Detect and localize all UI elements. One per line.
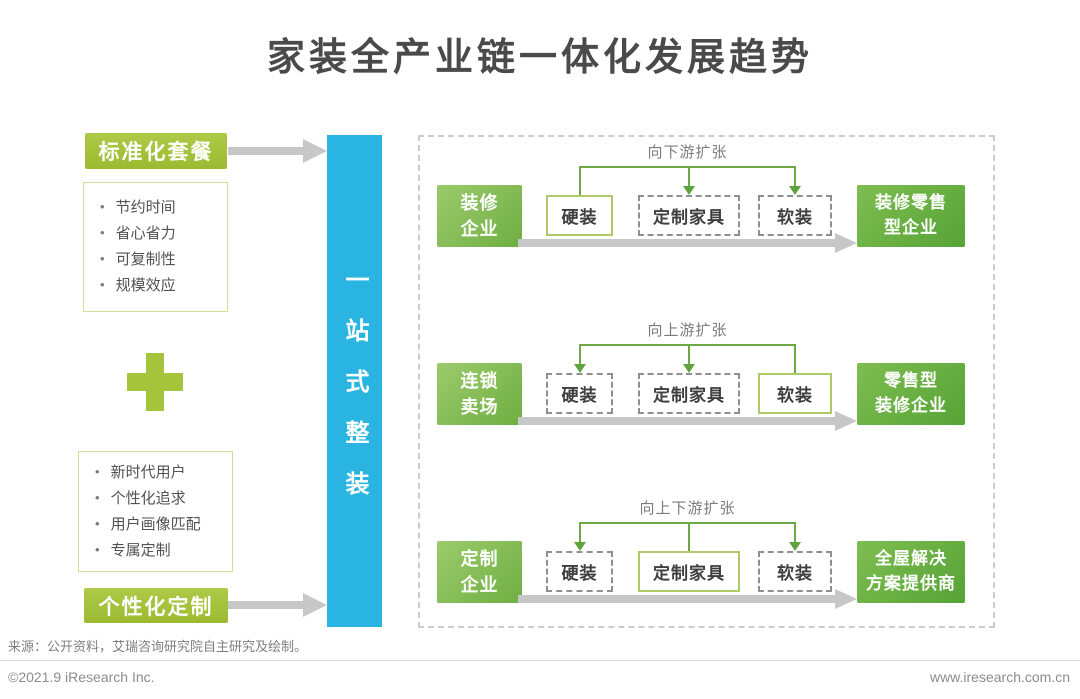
list-item: 新时代用户 xyxy=(95,460,201,486)
flow-row-decoration-company: 向下游扩张 装修 企业 硬装 定制家具 软装 装修零售 型企业 xyxy=(0,140,1080,270)
personalized-custom-tag: 个性化定制 xyxy=(84,588,228,623)
connector-stub xyxy=(579,166,581,196)
segment-box-soft: 软装 xyxy=(758,373,832,414)
segment-box-soft: 软装 xyxy=(758,195,832,236)
arrow-down-icon xyxy=(794,166,796,187)
list-item: 用户画像匹配 xyxy=(95,512,201,538)
segment-box-hard: 硬装 xyxy=(546,373,613,414)
plus-icon xyxy=(127,353,183,411)
list-item: 个性化追求 xyxy=(95,486,201,512)
arrow-right-icon xyxy=(518,589,857,609)
one-stop-renovation-bar: 一站式整装 xyxy=(327,135,382,627)
arrow-right-icon xyxy=(518,233,857,253)
arrow-down-icon xyxy=(688,344,690,365)
expansion-label: 向上下游扩张 xyxy=(639,500,736,517)
industry-chain-frame xyxy=(418,135,995,628)
connector-stub xyxy=(688,522,690,552)
standardized-benefits-box: 节约时间 省心省力 可复制性 规模效应 xyxy=(83,182,228,312)
bracket-line xyxy=(579,344,795,346)
arrow-right-icon xyxy=(228,593,327,617)
arrow-down-icon xyxy=(794,522,796,543)
website-text: www.iresearch.com.cn xyxy=(929,669,1070,685)
benefit-list: 节约时间 省心省力 可复制性 规模效应 xyxy=(84,195,176,299)
list-item: 省心省力 xyxy=(100,221,176,247)
source-company-box: 装修 企业 xyxy=(437,185,522,247)
result-company-box: 装修零售 型企业 xyxy=(857,185,965,247)
segment-box-hard: 硬装 xyxy=(546,195,613,236)
source-company-box: 定制 企业 xyxy=(437,541,522,603)
flow-row-chain-store: 向上游扩张 连锁 卖场 硬装 定制家具 软装 零售型 装修企业 xyxy=(0,318,1080,448)
list-item: 可复制性 xyxy=(100,247,176,273)
arrow-down-icon xyxy=(688,166,690,187)
result-company-box: 全屋解决 方案提供商 xyxy=(857,541,965,603)
copyright-text: ©2021.9 iResearch Inc. xyxy=(8,669,155,685)
list-item: 节约时间 xyxy=(100,195,176,221)
segment-box-custom-furniture: 定制家具 xyxy=(638,195,740,236)
segment-box-custom-furniture: 定制家具 xyxy=(638,551,740,592)
flow-row-custom-company: 向上下游扩张 定制 企业 硬装 定制家具 软装 全屋解决 方案提供商 xyxy=(0,496,1080,626)
arrow-down-icon xyxy=(579,344,581,365)
arrow-right-icon xyxy=(228,139,327,163)
list-item: 规模效应 xyxy=(100,273,176,299)
personalized-needs-box: 新时代用户 个性化追求 用户画像匹配 专属定制 xyxy=(78,451,233,572)
bracket-line xyxy=(579,166,795,168)
source-note: 来源：公开资料，艾瑞咨询研究院自主研究及绘制。 xyxy=(8,639,308,654)
segment-box-soft: 软装 xyxy=(758,551,832,592)
expansion-label: 向上游扩张 xyxy=(647,322,728,339)
segment-box-custom-furniture: 定制家具 xyxy=(638,373,740,414)
footer-divider xyxy=(0,660,1080,661)
page-title: 家装全产业链一体化发展趋势 xyxy=(266,37,813,79)
needs-list: 新时代用户 个性化追求 用户画像匹配 专属定制 xyxy=(79,460,201,564)
list-item: 专属定制 xyxy=(95,538,201,564)
one-stop-bar-label: 一站式整装 xyxy=(341,267,368,522)
arrow-down-icon xyxy=(579,522,581,543)
segment-box-hard: 硬装 xyxy=(546,551,613,592)
connector-stub xyxy=(794,344,796,374)
arrow-right-icon xyxy=(518,411,857,431)
standardized-package-tag: 标准化套餐 xyxy=(85,133,227,169)
result-company-box: 零售型 装修企业 xyxy=(857,363,965,425)
bracket-line xyxy=(579,522,795,524)
expansion-label: 向下游扩张 xyxy=(647,144,728,161)
source-company-box: 连锁 卖场 xyxy=(437,363,522,425)
